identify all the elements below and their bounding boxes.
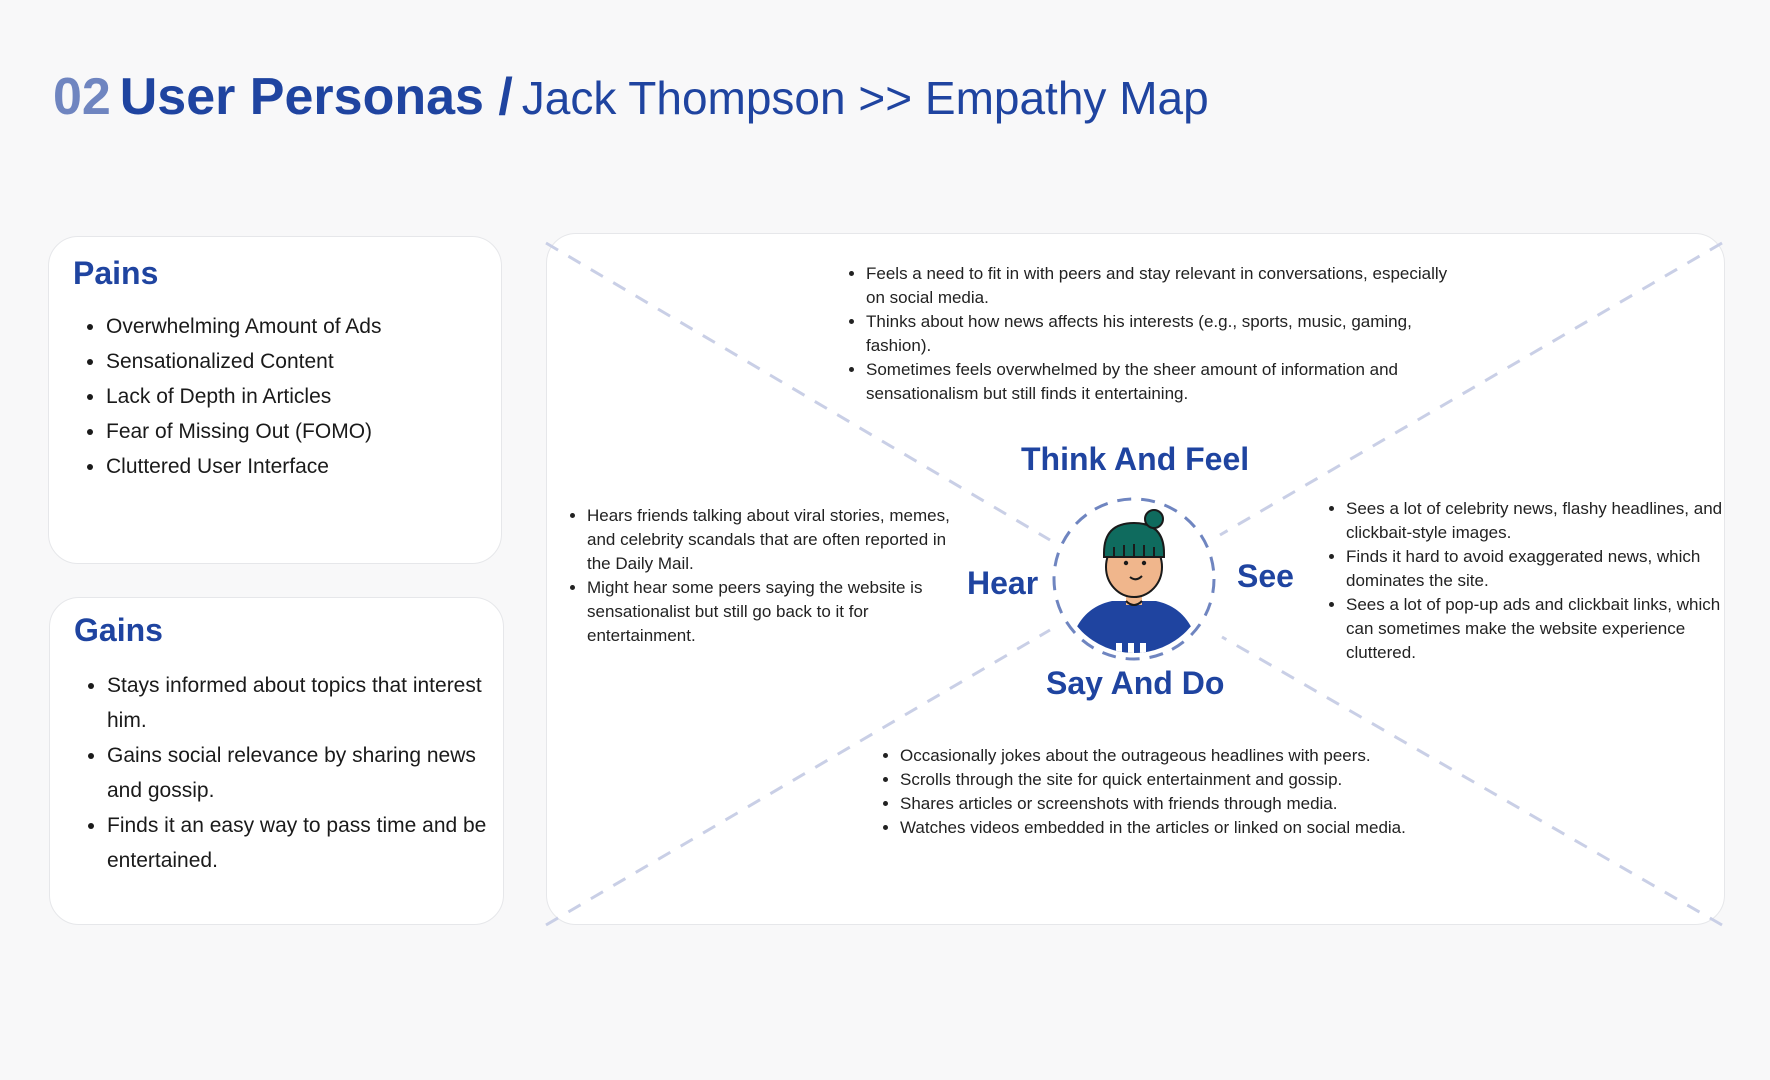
gains-title: Gains [74, 612, 163, 648]
say-do-item: Watches videos embedded in the articles … [900, 816, 1460, 840]
pains-card: Pains Overwhelming Amount of Ads Sensati… [48, 236, 502, 564]
say-do-list: Occasionally jokes about the outrageous … [880, 744, 1460, 840]
see-item: Finds it hard to avoid exaggerated news,… [1346, 545, 1726, 593]
gains-card: Gains Stays informed about topics that i… [49, 597, 504, 925]
hear-item: Hears friends talking about viral storie… [587, 504, 957, 576]
hear-list: Hears friends talking about viral storie… [567, 504, 957, 648]
pains-item: Lack of Depth in Articles [106, 379, 381, 414]
think-feel-item: Sometimes feels overwhelmed by the sheer… [866, 358, 1466, 406]
say-do-item: Shares articles or screenshots with frie… [900, 792, 1460, 816]
think-feel-item: Feels a need to fit in with peers and st… [866, 262, 1466, 310]
pains-item: Overwhelming Amount of Ads [106, 309, 381, 344]
say-do-item: Occasionally jokes about the outrageous … [900, 744, 1460, 768]
gains-item: Stays informed about topics that interes… [107, 668, 497, 738]
hear-item: Might hear some peers saying the website… [587, 576, 957, 648]
pains-title: Pains [73, 255, 159, 291]
page-subtitle: Jack Thompson >> Empathy Map [521, 72, 1209, 124]
gains-item: Gains social relevance by sharing news a… [107, 738, 497, 808]
pains-item: Cluttered User Interface [106, 449, 381, 484]
pains-list: Overwhelming Amount of Ads Sensationaliz… [61, 309, 381, 484]
see-list: Sees a lot of celebrity news, flashy hea… [1326, 497, 1726, 665]
see-label: See [1237, 558, 1294, 594]
pains-item: Sensationalized Content [106, 344, 381, 379]
think-feel-item: Thinks about how news affects his intere… [866, 310, 1466, 358]
section-title: User Personas / [119, 68, 513, 126]
gains-item: Finds it an easy way to pass time and be… [107, 808, 497, 878]
say-do-label: Say And Do [1046, 665, 1225, 701]
pains-item: Fear of Missing Out (FOMO) [106, 414, 381, 449]
see-item: Sees a lot of celebrity news, flashy hea… [1346, 497, 1726, 545]
page-title: 02 User Personas / Jack Thompson >> Empa… [53, 62, 1209, 138]
hear-label: Hear [967, 565, 1039, 601]
persona-avatar-icon [1052, 497, 1216, 661]
section-number: 02 [53, 68, 111, 126]
see-item: Sees a lot of pop-up ads and clickbait l… [1346, 593, 1726, 665]
gains-list: Stays informed about topics that interes… [62, 668, 497, 878]
think-feel-label: Think And Feel [1021, 441, 1250, 477]
say-do-item: Scrolls through the site for quick enter… [900, 768, 1460, 792]
think-feel-list: Feels a need to fit in with peers and st… [846, 262, 1466, 406]
